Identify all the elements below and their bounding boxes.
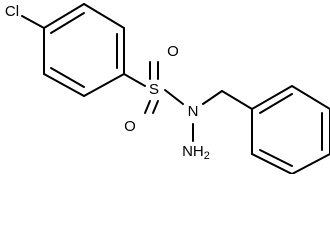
amino-label: NH2	[182, 143, 210, 162]
chlorophenyl-ring	[43, 3, 125, 97]
sulfur-label: S	[149, 81, 159, 98]
bond-s-o-bottom-b	[152, 100, 159, 114]
bond-s-n	[164, 89, 184, 105]
bond-ring1-inner-a	[50, 12, 85, 34]
bond-ring1-inner-c	[50, 67, 85, 88]
benzyl-ring	[251, 85, 330, 174]
amino-main-text: NH	[182, 143, 204, 160]
bond-ring1-e	[43, 73, 85, 97]
chlorine-label: Cl	[5, 3, 19, 20]
bond-cl	[21, 15, 45, 29]
bond-ring2-b	[251, 153, 293, 174]
molecule-drawing: Cl S O O N NH2	[5, 3, 330, 174]
structure-diagram: Cl S O O N NH2	[5, 3, 330, 174]
bond-ch2-ring2	[221, 90, 253, 110]
bond-ring2-f	[251, 85, 293, 110]
bond-ring2-c	[291, 153, 330, 174]
nitrogen-label: N	[188, 103, 199, 120]
bond-ring2-inner-c	[259, 149, 293, 167]
amino-subscript: 2	[204, 150, 210, 162]
bond-ring2-inner-a	[259, 93, 293, 114]
bond-ring1-b	[83, 3, 125, 29]
bond-s-o-bottom-a	[144, 100, 151, 114]
bond-ring-s	[123, 73, 146, 87]
oxygen-top-label: O	[167, 43, 179, 60]
oxygen-bottom-label: O	[124, 118, 136, 135]
bond-n-ch2	[202, 90, 223, 105]
bond-ring1-d	[83, 73, 125, 97]
bond-ring2-e	[291, 85, 330, 110]
bond-ring1-a	[43, 3, 85, 29]
